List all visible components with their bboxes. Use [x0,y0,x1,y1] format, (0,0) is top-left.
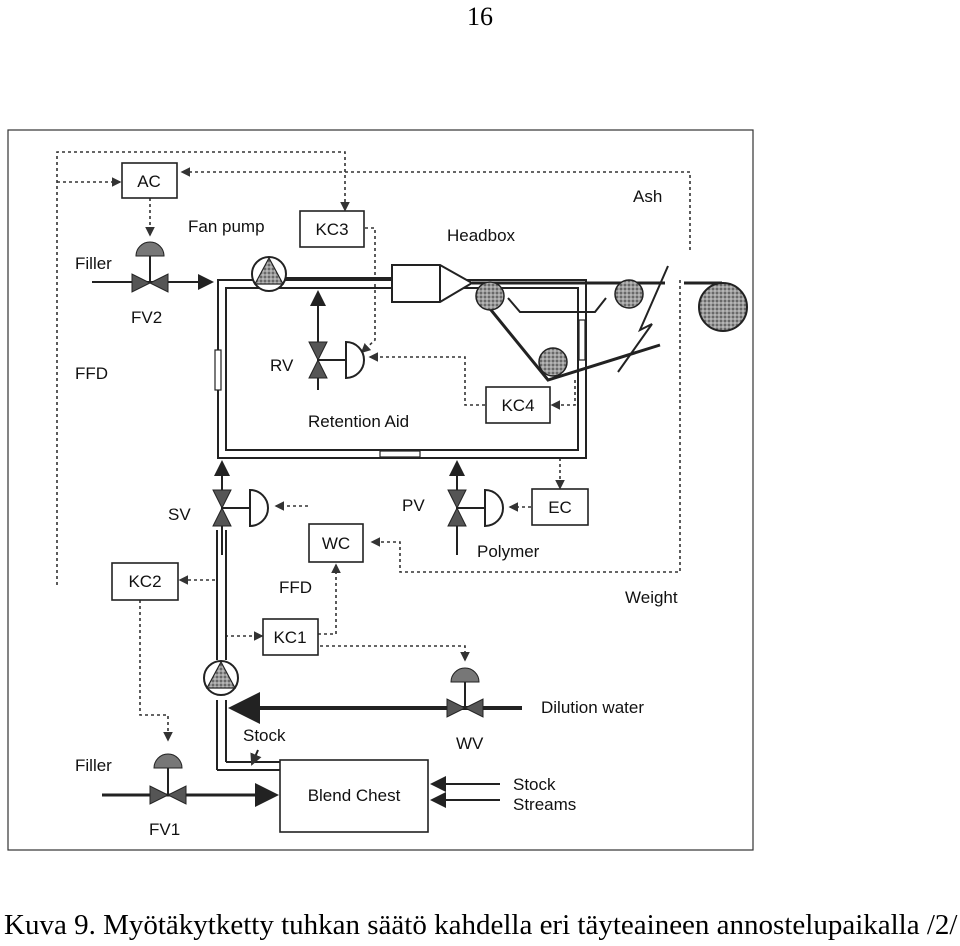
roll-right [614,279,644,309]
paper-machine [391,264,748,382]
svg-text:WC: WC [322,534,350,553]
label-rv: RV [270,356,294,375]
label-filler-bottom: Filler [75,756,112,775]
label-stock: Stock [243,726,286,745]
kc2-box: KC2 [111,562,179,601]
kc4-box: KC4 [485,386,551,424]
ac-box: AC [121,162,178,199]
label-ffd-left: FFD [75,364,108,383]
ec-box: EC [531,488,589,526]
roll-bottom [538,347,568,377]
svg-text:KC2: KC2 [128,572,161,591]
reel [698,282,748,332]
stock-pump [203,660,239,696]
fv1-valve [149,753,187,805]
svg-text:KC3: KC3 [315,220,348,239]
label-filler-top: Filler [75,254,112,273]
wc-box: WC [308,523,364,563]
signal-lines [56,151,691,742]
pv-valve [447,488,504,528]
label-ffd-mid: FFD [279,578,312,597]
diagram-labels: Fan pump Headbox Ash Filler FV2 FFD RV R… [75,187,678,839]
diagram-frame [7,129,754,851]
roll-left [475,281,505,311]
label-ash: Ash [633,187,662,206]
kc3-box: KC3 [299,210,365,248]
svg-text:AC: AC [137,172,161,191]
blend-chest-box: Blend Chest [279,759,429,833]
svg-text:KC1: KC1 [273,628,306,647]
sv-valve [212,488,269,528]
label-weight: Weight [625,588,678,607]
svg-text:Blend Chest: Blend Chest [308,786,401,805]
label-wv: WV [456,734,484,753]
label-retention-aid: Retention Aid [308,412,409,431]
kc1-box: KC1 [262,618,319,656]
figure-caption: Kuva 9. Myötäkytketty tuhkan säätö kahde… [4,909,958,941]
label-stock-streams-2: Streams [513,795,576,814]
label-stock-streams-1: Stock [513,775,556,794]
label-fv1: FV1 [149,820,180,839]
wv-valve [446,667,484,718]
label-dilution-water: Dilution water [541,698,644,717]
label-headbox: Headbox [447,226,516,245]
fv2-valve [131,241,169,293]
label-fan-pump: Fan pump [188,217,265,236]
label-polymer: Polymer [477,542,540,561]
label-pv: PV [402,496,425,515]
svg-text:EC: EC [548,498,572,517]
label-sv: SV [168,505,191,524]
headbox-shape [391,264,474,303]
rv-valve [308,340,365,380]
page-number: 16 [467,2,493,31]
label-fv2: FV2 [131,308,162,327]
fan-pump [251,256,287,292]
svg-text:KC4: KC4 [501,396,534,415]
